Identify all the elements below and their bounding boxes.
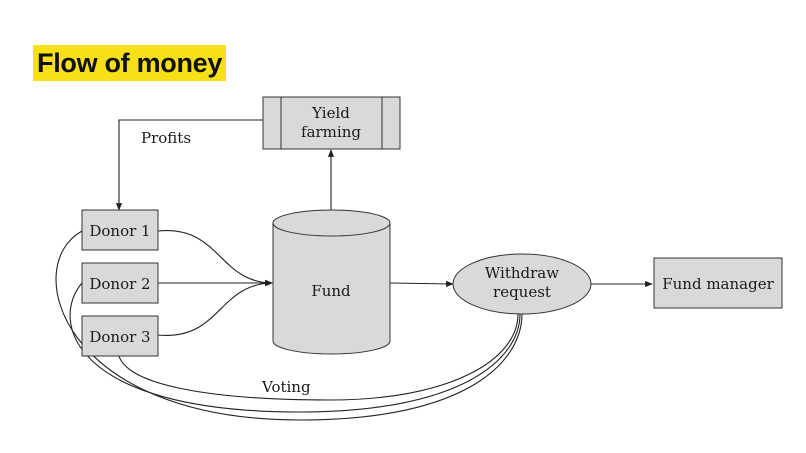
- edges: [55, 119, 653, 421]
- node-yield-farming: Yield farming: [262, 96, 401, 150]
- yield-label-line2: farming: [301, 123, 361, 141]
- edge-fund-to-withdraw: [389, 280, 454, 287]
- yield-label-line1: Yield: [311, 104, 350, 122]
- edge-donor3-to-fund: [157, 280, 273, 336]
- edge-profits: [115, 119, 263, 211]
- withdraw-label-line2: request: [493, 283, 551, 301]
- node-donor-2: Donor 2: [81, 262, 159, 304]
- donor-2-label: Donor 2: [89, 275, 150, 293]
- node-donor-1: Donor 1: [81, 209, 159, 251]
- node-donor-3: Donor 3: [81, 315, 159, 357]
- donor-3-label: Donor 3: [89, 328, 150, 346]
- donor-1-label: Donor 1: [89, 222, 150, 240]
- label-profits: Profits: [141, 129, 191, 147]
- fund-manager-label: Fund manager: [662, 275, 774, 293]
- edge-voting-donor1: [55, 230, 523, 421]
- node-fund: Fund: [272, 209, 391, 355]
- fund-label: Fund: [311, 282, 351, 300]
- edge-voting-donor2: [69, 282, 521, 413]
- page-title: Flow of money: [33, 45, 227, 81]
- label-voting: Voting: [261, 378, 311, 396]
- edge-voting-donor3: [117, 313, 519, 401]
- node-fund-manager: Fund manager: [653, 257, 783, 309]
- edge-donor1-to-fund: [157, 230, 273, 286]
- withdraw-label-line1: Withdraw: [485, 264, 559, 282]
- node-withdraw-request: Withdraw request: [452, 253, 592, 315]
